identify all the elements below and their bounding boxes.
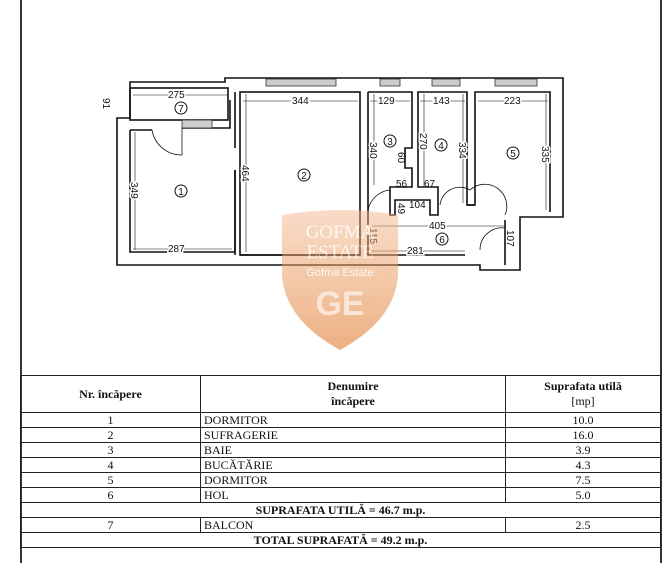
dim-room2-width: 344	[292, 96, 309, 107]
window	[494, 78, 538, 87]
dim-duct-width: 104	[409, 200, 426, 211]
svg-text:GOFMA: GOFMA	[306, 222, 375, 243]
dim-room3-width: 129	[378, 96, 395, 107]
subtotal: SUPRAFATA UTILĂ = 46.7 m.p.	[20, 502, 661, 518]
dim-hall-length: 281	[407, 246, 424, 257]
dim-room2-height: 464	[239, 165, 250, 182]
room-number-6: 6	[439, 235, 445, 246]
door-arc	[367, 189, 391, 211]
door-arc	[469, 183, 508, 216]
outer-wall	[116, 77, 564, 271]
dim-step-a: 56	[396, 179, 408, 190]
room-number-3: 3	[387, 137, 393, 148]
dim-balcony-depth: 91	[100, 98, 111, 110]
header-area: Suprafata utilă[mp]	[505, 375, 661, 413]
header-nr: Nr. încăpere	[20, 375, 201, 413]
dim-room3-height: 340	[367, 142, 378, 159]
door-arc	[151, 128, 183, 156]
page-border-right	[660, 0, 662, 563]
page-border-left	[20, 0, 22, 563]
window	[265, 78, 337, 87]
dim-room5-width: 223	[504, 96, 521, 107]
room-number-2: 2	[301, 171, 307, 182]
floor-plan: 1 2 3 4 5 6 7 275 344 129 143 223 287 40…	[100, 77, 564, 350]
subtotal-row: SUPRAFATA UTILĂ = 46.7 m.p.	[20, 502, 661, 518]
dim-room1-width: 287	[168, 244, 185, 255]
window	[379, 78, 401, 87]
svg-text:ESTATE: ESTATE	[306, 242, 373, 263]
dim-room3-step: 60	[395, 152, 406, 164]
dim-room1-height: 349	[128, 182, 139, 199]
dim-room4-width: 143	[433, 96, 450, 107]
room-number-7: 7	[178, 104, 184, 115]
watermark-logo: GOFMA ESTATE Gofma Estate GE	[282, 210, 398, 350]
room-number-1: 1	[178, 187, 184, 198]
svg-text:Gofma Estate: Gofma Estate	[306, 267, 373, 279]
room-number-5: 5	[510, 149, 516, 160]
dim-balcony-width: 275	[168, 90, 185, 101]
total-row: TOTAL SUPRAFATĂ = 49.2 m.p.	[20, 532, 661, 548]
room-7-balcony	[129, 87, 229, 121]
window	[431, 78, 461, 87]
dim-room4-height: 270	[417, 133, 428, 150]
svg-text:GE: GE	[315, 285, 364, 323]
dim-step-b: 67	[424, 179, 436, 190]
total: TOTAL SUPRAFATĂ = 49.2 m.p.	[20, 532, 661, 548]
dim-room5-height: 335	[539, 146, 550, 163]
dim-hall-door: 107	[504, 230, 515, 247]
dim-hall-width: 405	[429, 221, 446, 232]
window	[181, 119, 213, 129]
door-arc	[439, 186, 471, 206]
dim-duct-height: 49	[395, 203, 406, 215]
door-arc	[479, 227, 506, 251]
dim-room4-height2: 334	[456, 142, 467, 159]
room-number-4: 4	[438, 141, 444, 152]
